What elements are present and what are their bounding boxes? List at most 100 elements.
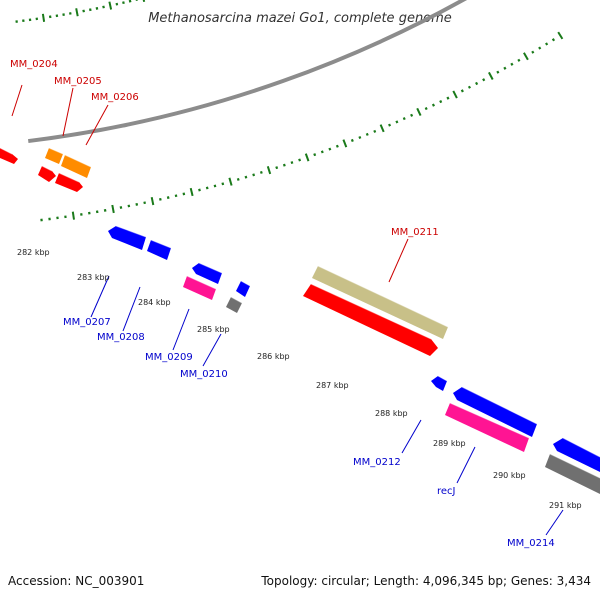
lower-minor-tick <box>166 196 170 200</box>
kbp-label: 287 kbp <box>316 381 349 390</box>
cds-blue-block-3 <box>192 262 223 284</box>
upper-minor-tick <box>82 9 85 13</box>
cds-mm0207-block <box>108 225 147 250</box>
kbp-label: 290 kbp <box>493 471 526 480</box>
upper-major-tick <box>142 0 146 3</box>
upper-minor-tick <box>128 0 132 3</box>
kbp-label: 285 kbp <box>197 325 230 334</box>
callout-mm0209: MM_0209 <box>145 308 193 363</box>
map-title: Methanosarcina mazei Go1, complete genom… <box>148 11 452 26</box>
lower-minor-tick <box>135 202 139 206</box>
lower-minor-tick <box>174 194 178 198</box>
upper-minor-tick <box>102 5 105 9</box>
lower-minor-tick <box>236 177 240 181</box>
upper-major-tick <box>75 8 79 17</box>
gene-label: MM_0205 <box>54 76 102 87</box>
lower-minor-tick <box>410 113 414 117</box>
lower-minor-tick <box>213 184 217 188</box>
lower-minor-tick <box>259 170 263 174</box>
gene-label: MM_0204 <box>10 59 58 70</box>
callout-mm0205: MM_0205 <box>54 76 102 137</box>
cds-orange-block-1 <box>45 147 64 164</box>
lower-minor-tick <box>244 175 248 179</box>
lower-minor-tick <box>335 144 339 148</box>
lower-minor-tick <box>221 182 225 186</box>
gene-label: MM_0208 <box>97 332 145 343</box>
lower-minor-tick <box>531 50 535 54</box>
cds-mm0209-block <box>183 275 217 300</box>
lower-minor-tick <box>482 78 486 82</box>
lower-minor-tick <box>496 70 500 74</box>
lower-minor-tick <box>290 161 294 165</box>
lower-minor-tick <box>503 66 507 70</box>
lower-minor-tick <box>275 166 279 170</box>
callout-mm0208: MM_0208 <box>97 286 145 343</box>
callout-mm0211: MM_0211 <box>388 227 439 283</box>
gene-callouts: MM_0204MM_0205MM_0206MM_0211MM_0207MM_02… <box>10 59 564 549</box>
lower-minor-tick <box>358 135 362 140</box>
lower-minor-tick <box>365 132 369 136</box>
lower-minor-tick <box>127 204 131 208</box>
upper-tick-track <box>15 0 146 23</box>
callout-mm0207: MM_0207 <box>63 275 111 328</box>
lower-minor-tick <box>320 150 324 154</box>
lower-minor-tick <box>388 123 392 127</box>
lower-minor-tick <box>282 163 286 167</box>
kbp-label: 289 kbp <box>433 439 466 448</box>
upper-minor-tick <box>122 1 125 5</box>
lower-major-tick <box>71 211 75 220</box>
lower-minor-tick <box>475 81 479 86</box>
upper-minor-tick <box>135 0 139 1</box>
kbp-label: 282 kbp <box>17 248 50 257</box>
lower-minor-tick <box>350 138 354 143</box>
lower-major-tick <box>228 177 233 186</box>
lower-minor-tick <box>467 85 471 89</box>
gene-label: MM_0212 <box>353 457 401 468</box>
lower-minor-tick <box>328 147 332 151</box>
callout-recj: recJ <box>437 446 476 497</box>
lower-minor-tick <box>373 129 377 133</box>
lower-minor-tick <box>119 206 123 209</box>
accession-label: Accession: NC_003901 <box>8 574 145 588</box>
lower-major-tick <box>416 107 422 117</box>
callout-mm0214: MM_0214 <box>507 509 564 549</box>
lower-major-tick <box>150 196 155 206</box>
cds-mm0204-block <box>0 147 18 164</box>
lower-minor-tick <box>510 62 514 66</box>
lower-tick-track <box>40 31 564 222</box>
lower-major-tick <box>557 31 564 40</box>
lower-major-tick <box>523 52 529 61</box>
lower-minor-tick <box>395 120 399 124</box>
kbp-label: 286 kbp <box>257 352 290 361</box>
callout-mm0204: MM_0204 <box>10 59 58 117</box>
lower-major-tick <box>304 153 310 162</box>
callout-mm0210: MM_0210 <box>180 333 228 380</box>
genome-summary-label: Topology: circular; Length: 4,096,345 bp… <box>261 574 591 588</box>
lower-major-tick <box>189 187 194 197</box>
lower-minor-tick <box>103 208 107 212</box>
cds-mm0214-block <box>545 453 600 494</box>
lower-major-tick <box>266 165 272 175</box>
gene-label: MM_0211 <box>391 227 439 238</box>
lower-major-tick <box>379 124 385 133</box>
callout-mm0212: MM_0212 <box>353 419 422 468</box>
lower-minor-tick <box>460 89 464 93</box>
kbp-label: 284 kbp <box>138 298 171 307</box>
cds-mm0210-block <box>226 296 243 313</box>
cds-mm0208-block <box>147 239 172 260</box>
kbp-label: 283 kbp <box>77 273 110 282</box>
gene-label: MM_0210 <box>180 369 228 380</box>
lower-minor-tick <box>205 186 209 190</box>
kbp-label: 288 kbp <box>375 409 408 418</box>
lower-major-tick <box>111 204 115 214</box>
kbp-label: 291 kbp <box>549 501 582 510</box>
lower-major-tick <box>342 139 348 148</box>
gene-label: MM_0207 <box>63 317 111 328</box>
lower-minor-tick <box>313 153 317 157</box>
lower-minor-tick <box>198 188 201 192</box>
gene-label: MM_0209 <box>145 352 193 363</box>
kbp-labels: 282 kbp 283 kbp 284 kbp 285 kbp 286 kbp 287 k… <box>17 248 582 510</box>
cds-mm0211-block <box>312 265 449 339</box>
cds-blue-edge-block <box>553 437 600 472</box>
